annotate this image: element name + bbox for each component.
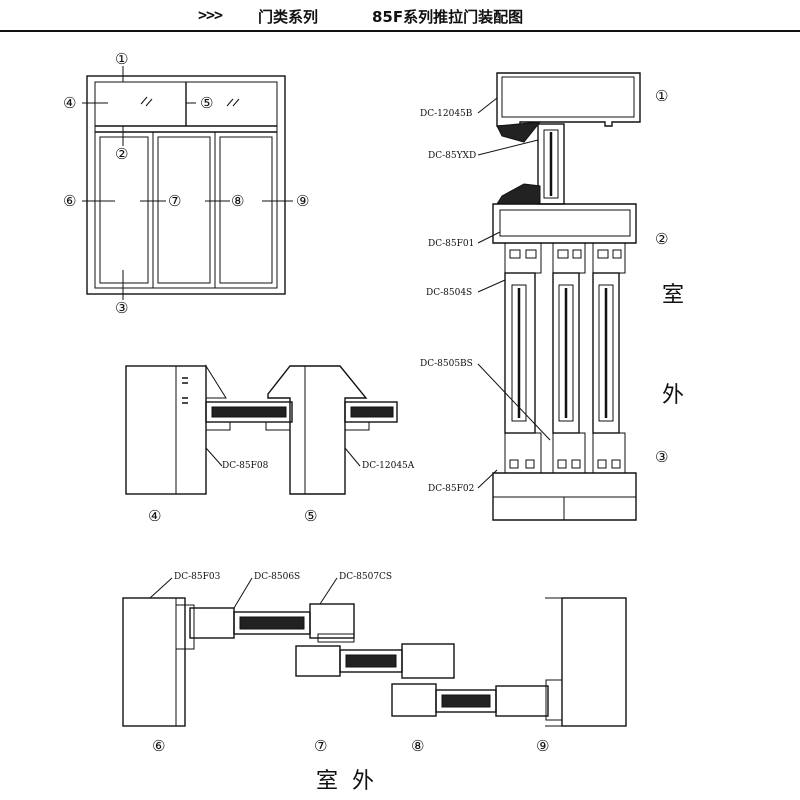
elevation-leaders	[82, 66, 293, 300]
marker-8-section: ⑧	[411, 737, 424, 755]
label-dc-85f01: DC-85F01	[428, 239, 474, 249]
horizontal-leaders	[149, 577, 338, 609]
marker-6-elev: ⑥	[63, 192, 76, 210]
header-title: 85F系列推拉门装配图	[372, 8, 524, 26]
jamb-9-flanges	[545, 597, 562, 727]
glass-unit-4-5-beads	[205, 421, 291, 431]
middle-frame-inner	[499, 209, 631, 237]
label-dc-85f03: DC-85F03	[174, 572, 221, 582]
marker-4-elev: ④	[63, 94, 76, 112]
jamb-9	[561, 597, 627, 727]
transom-glass	[543, 129, 559, 199]
sash-middle-glass	[157, 136, 211, 284]
label-dc-12045a: DC-12045A	[362, 461, 415, 471]
section-leaders	[477, 97, 551, 489]
jamb-9-track	[545, 679, 563, 721]
label-dc-85f08: DC-85F08	[222, 461, 269, 471]
label-dc-85f02: DC-85F02	[428, 484, 474, 494]
page-header: >>> 门类系列 85F系列推拉门装配图	[0, 0, 800, 38]
marker-8-elev: ⑧	[231, 192, 244, 210]
marker-5-section: ⑤	[304, 507, 317, 525]
jamb-left-marks	[182, 377, 188, 404]
stile-9c	[495, 685, 549, 717]
label-dc-8504s: DC-8504S	[426, 288, 472, 298]
transom-wedge	[496, 183, 541, 205]
glass-unit-4-5	[205, 401, 293, 423]
header-series: 门类系列	[258, 8, 319, 26]
jamb-6-track	[175, 604, 195, 650]
sash-middle	[152, 131, 216, 289]
label-dc-12045b: DC-12045B	[420, 109, 473, 119]
glass-8-core	[345, 654, 397, 668]
section-45-leaders	[205, 447, 361, 467]
marker-3-section: ③	[655, 448, 668, 466]
marker-6-section: ⑥	[152, 737, 165, 755]
head-wedge	[496, 121, 542, 143]
door-elevation	[82, 66, 293, 300]
marker-5-elev: ⑤	[200, 94, 213, 112]
stile-9a	[401, 643, 455, 679]
middle-frame-profile	[492, 203, 637, 244]
label-dc-85yxd: DC-85YXD	[428, 151, 476, 161]
marker-1-elev: ①	[115, 50, 128, 68]
stile-9b	[391, 683, 437, 717]
head-frame-inner	[501, 76, 635, 118]
jamb-frame-right	[267, 365, 368, 495]
glass-unit-5-bead	[344, 421, 370, 431]
sill-frame-profile	[492, 472, 637, 521]
header-arrows: >>>	[198, 6, 223, 24]
label-dc-8506s: DC-8506S	[254, 572, 300, 582]
outer-frame	[86, 75, 286, 295]
sash-left-glass	[99, 136, 149, 284]
marker-2-elev: ②	[115, 145, 128, 163]
marker-9-section: ⑨	[536, 737, 549, 755]
header-rule	[0, 30, 800, 32]
sash-right-glass	[219, 136, 273, 284]
horizontal-section	[122, 577, 627, 727]
jamb-6	[122, 597, 186, 727]
marker-9-elev: ⑨	[296, 192, 309, 210]
label-dc-8507cs: DC-8507CS	[339, 572, 392, 582]
sash-stiles	[504, 272, 620, 434]
sash-right	[214, 131, 278, 289]
stile-8a-lip	[317, 633, 355, 643]
marker-1-section: ①	[655, 87, 668, 105]
marker-7-elev: ⑦	[168, 192, 181, 210]
glass-hatch	[140, 96, 240, 107]
stile-8b	[295, 645, 341, 677]
glass-unit-5	[344, 401, 398, 423]
bottom-rails	[504, 432, 626, 474]
section-4-5	[125, 364, 398, 495]
glass-unit-4-5-core	[211, 406, 287, 418]
stile-8a	[309, 603, 355, 639]
marker-2-section: ②	[655, 230, 668, 248]
glass-7-core	[239, 616, 305, 630]
marker-4-section: ④	[148, 507, 161, 525]
top-tracks	[504, 242, 626, 274]
side-label-wai: 外	[662, 383, 684, 408]
jamb-left-wedge	[205, 364, 227, 399]
label-dc-8505bs: DC-8505BS	[420, 359, 473, 369]
glass-9-core	[441, 694, 491, 708]
head-frame-profile	[496, 72, 641, 127]
side-label-shi: 室	[662, 283, 684, 308]
stile-7	[189, 607, 235, 639]
marker-7-section: ⑦	[314, 737, 327, 755]
glass-unit-5-core	[350, 406, 394, 418]
side-label-bottom: 室 外	[316, 769, 374, 794]
jamb-frame-left	[125, 365, 207, 495]
marker-3-elev: ③	[115, 299, 128, 317]
vertical-section	[477, 72, 641, 521]
